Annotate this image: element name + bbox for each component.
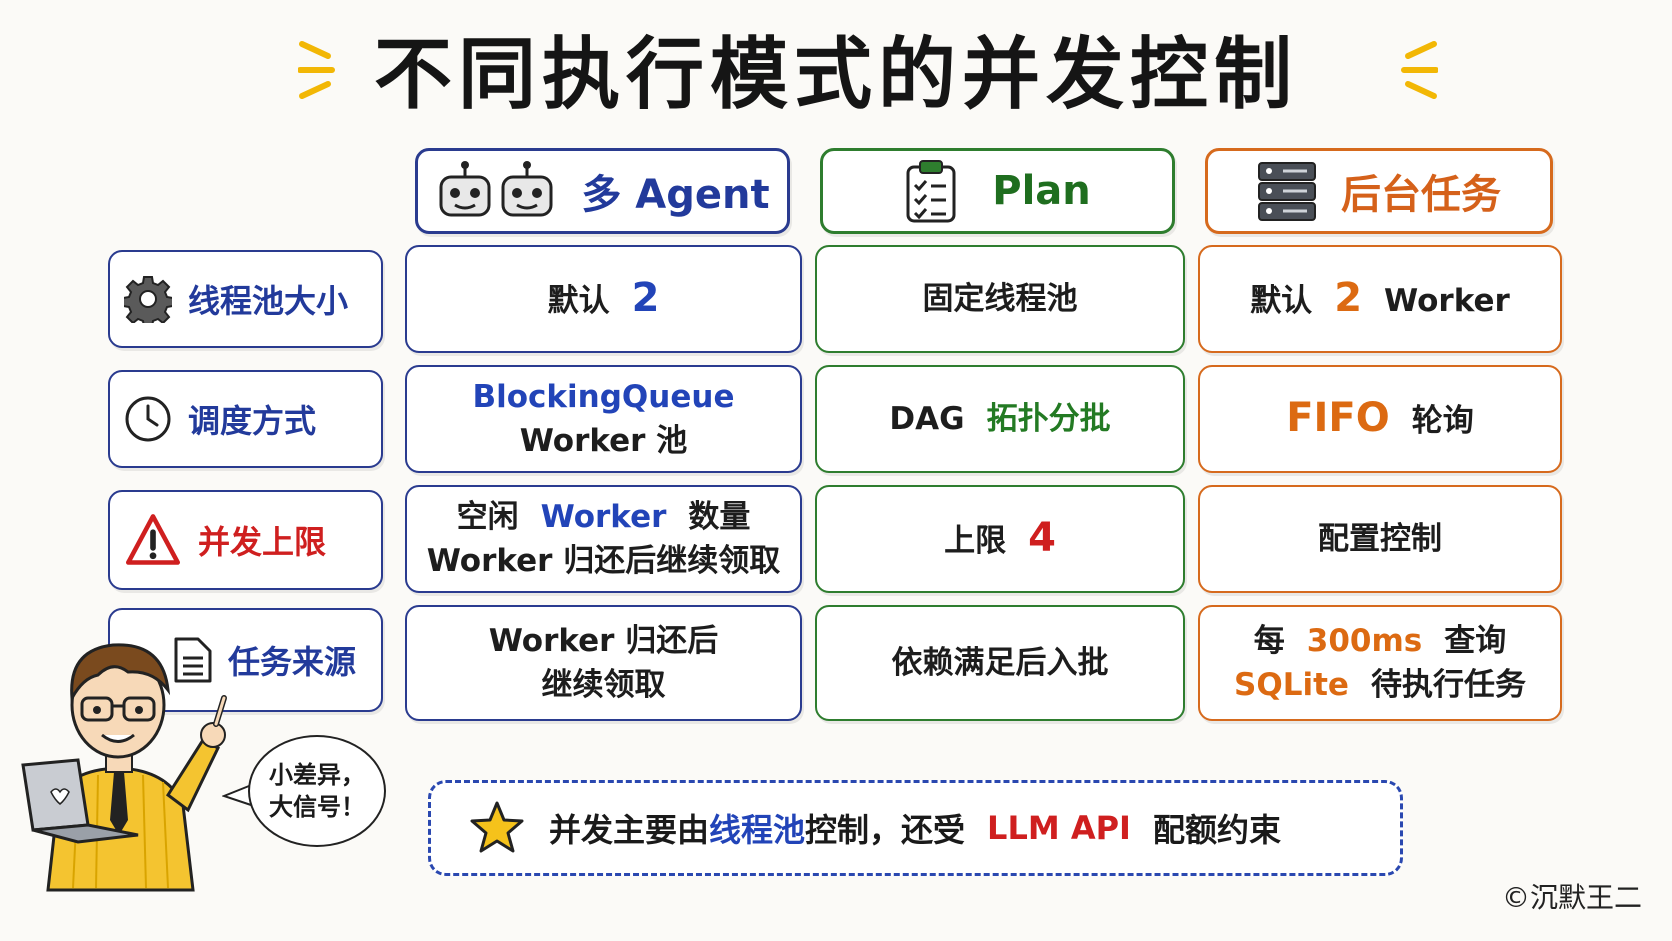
cell-text: 默认 bbox=[547, 282, 610, 319]
cell-text: 继续领取 bbox=[541, 667, 666, 703]
cell-text: 上限 bbox=[944, 522, 1007, 559]
cell-text: Worker 归还后继续领取 bbox=[426, 543, 781, 579]
column-header-label: 后台任务 bbox=[1341, 172, 1501, 218]
robot-icon bbox=[439, 161, 553, 217]
star-icon bbox=[470, 801, 524, 853]
column-header-plan: Plan bbox=[820, 148, 1175, 234]
cell-highlight: Worker bbox=[540, 499, 667, 535]
cell-plan-scheduling: DAG 拓扑分批 bbox=[815, 365, 1185, 473]
row-label-text: 并发上限 bbox=[198, 523, 327, 561]
note-text: 配额约束 bbox=[1152, 811, 1281, 849]
cell-text: 固定线程池 bbox=[922, 281, 1078, 317]
cell-background-thread-pool-size: 默认 2 Worker bbox=[1198, 245, 1562, 353]
cell-agent-concurrency-limit: 空闲 Worker 数量 Worker 归还后继续领取 bbox=[405, 485, 802, 593]
page-title: 不同执行模式的并发控制 bbox=[373, 30, 1298, 120]
cell-text: 查询 bbox=[1444, 623, 1507, 659]
spark-right-icon bbox=[1401, 41, 1438, 99]
cell-text: Worker 池 bbox=[519, 423, 688, 459]
bubble-text: 大信号！ bbox=[269, 793, 365, 821]
document-icon bbox=[174, 637, 212, 683]
column-header-label: Plan bbox=[992, 168, 1091, 214]
cell-text: 默认 bbox=[1250, 282, 1313, 319]
cell-text: 空闲 bbox=[456, 499, 519, 535]
cell-text: DAG bbox=[889, 401, 965, 437]
note-highlight: LLM API bbox=[987, 809, 1131, 847]
cell-background-concurrency-limit: 配置控制 bbox=[1198, 485, 1562, 593]
cell-highlight: SQLite bbox=[1234, 667, 1349, 703]
server-icon bbox=[1258, 162, 1316, 221]
cell-highlight: FIFO bbox=[1286, 394, 1390, 441]
bubble-text: 小差异， bbox=[269, 761, 365, 789]
cell-text: Worker 归还后 bbox=[488, 623, 719, 659]
speech-bubble-tail bbox=[222, 783, 255, 807]
cell-agent-scheduling: BlockingQueue Worker 池 bbox=[405, 365, 802, 473]
cell-text: 待执行任务 bbox=[1370, 667, 1526, 703]
cell-plan-thread-pool-size: 固定线程池 bbox=[815, 245, 1185, 353]
row-label-concurrency-limit: 并发上限 bbox=[108, 490, 383, 590]
gear-icon bbox=[124, 276, 172, 323]
cell-text: BlockingQueue bbox=[472, 379, 735, 415]
person-illustration bbox=[21, 643, 227, 892]
cell-plan-task-source: 依赖满足后入批 bbox=[815, 605, 1185, 721]
cell-agent-thread-pool-size: 默认 2 bbox=[405, 245, 802, 353]
column-header-label: 多 Agent bbox=[581, 172, 770, 218]
cell-value: 2 bbox=[1334, 274, 1363, 321]
cell-background-scheduling: FIFO 轮询 bbox=[1198, 365, 1562, 473]
cell-text: 依赖满足后入批 bbox=[891, 645, 1109, 681]
clipboard-checklist-icon bbox=[906, 160, 956, 223]
speech-bubble: 小差异， 大信号！ bbox=[248, 735, 386, 847]
cell-text: 配置控制 bbox=[1318, 521, 1442, 557]
note-text: 控制，还受 bbox=[805, 811, 966, 849]
row-label-text: 任务来源 bbox=[228, 643, 357, 681]
column-header-agent: 多 Agent bbox=[415, 148, 790, 234]
cell-highlight: 拓扑分批 bbox=[986, 401, 1111, 437]
column-header-background: 后台任务 bbox=[1205, 148, 1553, 234]
row-label-text: 调度方式 bbox=[188, 402, 317, 440]
cell-value: 4 bbox=[1028, 514, 1056, 561]
cell-highlight: 300ms bbox=[1306, 623, 1423, 659]
row-label-scheduling: 调度方式 bbox=[108, 370, 383, 468]
note-text: 并发主要由 bbox=[549, 811, 710, 849]
row-label-thread-pool-size: 线程池大小 bbox=[108, 250, 383, 348]
cell-text: 轮询 bbox=[1411, 402, 1474, 439]
cell-text: 每 bbox=[1253, 623, 1285, 659]
cell-background-task-source: 每 300ms 查询 SQLite 待执行任务 bbox=[1198, 605, 1562, 721]
cell-text: Worker bbox=[1384, 282, 1510, 319]
cell-plan-concurrency-limit: 上限 4 bbox=[815, 485, 1185, 593]
row-label-text: 线程池大小 bbox=[188, 282, 349, 320]
cell-text: 数量 bbox=[688, 499, 751, 535]
note-highlight: 线程池 bbox=[709, 811, 806, 849]
copyright: ©沉默王二 bbox=[1501, 881, 1642, 914]
clock-icon bbox=[125, 396, 171, 442]
title-area: 不同执行模式的并发控制 bbox=[0, 18, 1672, 120]
cell-agent-task-source: Worker 归还后 继续领取 bbox=[405, 605, 802, 721]
summary-note: 并发主要由 线程池 控制，还受 LLM API 配额约束 bbox=[428, 780, 1403, 876]
warning-icon bbox=[126, 514, 180, 565]
cell-value: 2 bbox=[631, 274, 660, 321]
spark-left-icon bbox=[298, 41, 335, 99]
